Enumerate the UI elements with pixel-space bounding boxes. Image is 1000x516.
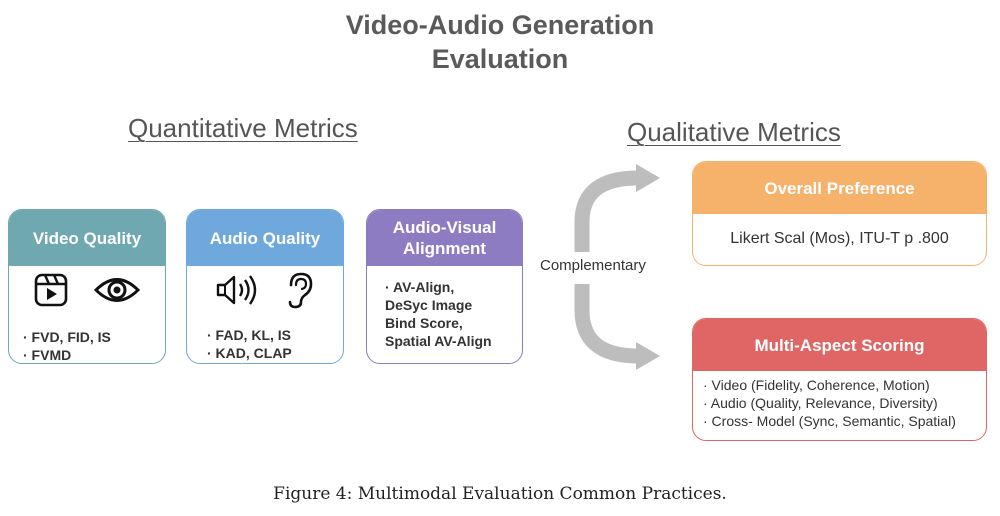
- quantitative-heading: Quantitative Metrics: [128, 113, 358, 143]
- clapperboard-icon: [34, 273, 68, 312]
- alignment-metric-line: Spatial AV-Align: [385, 333, 492, 349]
- multi-aspect-line: · Audio (Quality, Relevance, Diversity): [703, 395, 938, 411]
- main-title-line-2: Evaluation: [431, 44, 569, 74]
- multi-aspect-line: · Cross- Model (Sync, Semantic, Spatial): [703, 413, 956, 429]
- eye-icon: [93, 275, 141, 310]
- audio-visual-alignment-card: Audio-Visual Alignment · AV-Align, DeSyc…: [366, 209, 523, 364]
- video-quality-header: Video Quality: [9, 210, 165, 266]
- multi-aspect-line: · Video (Fidelity, Coherence, Motion): [703, 377, 930, 393]
- overall-preference-header: Overall Preference: [693, 162, 986, 214]
- complementary-label: Complementary: [538, 257, 648, 274]
- audio-quality-card: Audio Quality · FAD, KL, IS · KAD, CLAP: [186, 209, 344, 364]
- audio-visual-alignment-title-line: Audio-Visual: [392, 218, 497, 237]
- video-quality-metric-line: · FVMD: [23, 347, 72, 363]
- overall-preference-metric: Likert Scal (Mos), ITU-T p .800: [730, 230, 949, 247]
- audio-visual-alignment-title-line: Alignment: [402, 239, 487, 258]
- multi-aspect-scoring-card: Multi-Aspect Scoring · Video (Fidelity, …: [692, 318, 987, 441]
- overall-preference-card: Overall Preference Likert Scal (Mos), IT…: [692, 161, 987, 266]
- audio-visual-alignment-header: Audio-Visual Alignment: [367, 210, 522, 266]
- figure-caption: Figure 4: Multimodal Evaluation Common P…: [273, 484, 727, 504]
- ear-icon: [285, 271, 315, 314]
- alignment-metric-line: DeSyc Image: [385, 297, 473, 313]
- lower-arrow-curve: [574, 284, 639, 364]
- multi-aspect-scoring-header: Multi-Aspect Scoring: [693, 319, 986, 371]
- audio-quality-metric-line: · KAD, CLAP: [207, 345, 292, 361]
- video-quality-icons: [9, 266, 165, 312]
- main-title: Video-Audio Generation Evaluation: [0, 8, 1000, 76]
- speaker-icon: [215, 272, 259, 313]
- audio-quality-header: Audio Quality: [187, 210, 343, 266]
- video-quality-metric-line: · FVD, FID, IS: [23, 329, 111, 345]
- audio-quality-metric-line: · FAD, KL, IS: [207, 327, 291, 343]
- alignment-metric-line: · AV-Align,: [385, 279, 455, 295]
- complementary-arrows: [574, 164, 660, 370]
- audio-quality-icons: [187, 266, 343, 312]
- video-quality-card: Video Quality · FVD, FID, IS · FVMD: [8, 209, 166, 364]
- main-title-line-1: Video-Audio Generation: [345, 10, 655, 40]
- upper-arrow-head: [636, 164, 660, 192]
- alignment-metric-line: Bind Score,: [385, 315, 463, 331]
- upper-arrow-curve: [574, 170, 639, 252]
- lower-arrow-head: [636, 342, 660, 370]
- qualitative-heading: Qualitative Metrics: [627, 117, 841, 147]
